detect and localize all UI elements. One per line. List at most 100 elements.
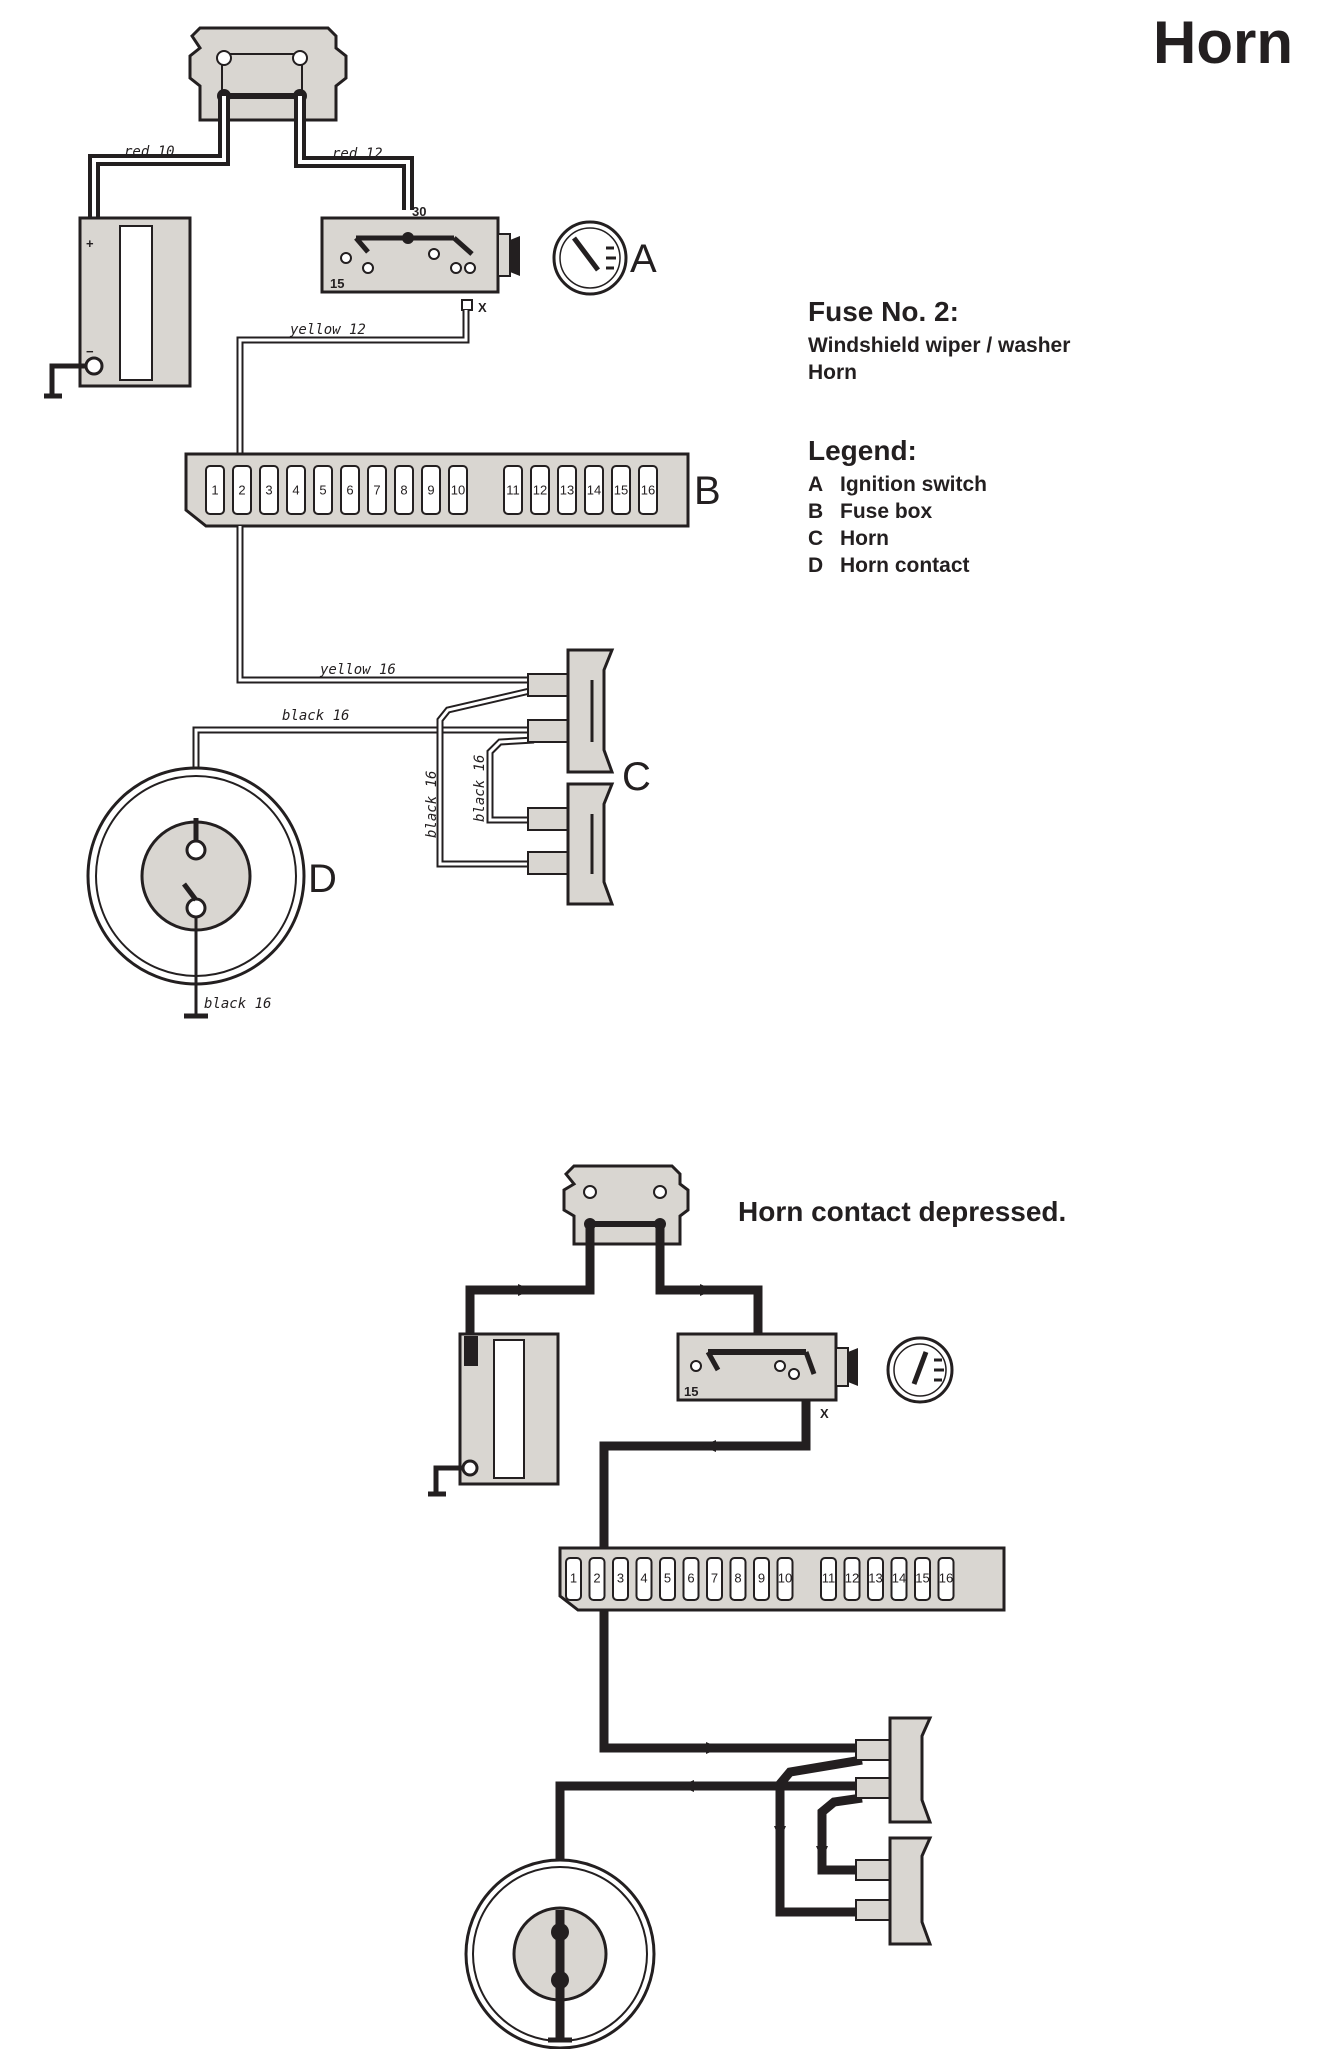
terminal-label-x: X <box>820 1406 829 1421</box>
fuse-number: 6 <box>346 482 353 497</box>
caption-horn-contact-depressed: Horn contact depressed. <box>738 1196 1067 1227</box>
wire-label-red-12: red 12 <box>332 146 383 162</box>
battery-lower <box>428 1332 560 1497</box>
legend: Legend: A Ignition switch B Fuse box C H… <box>808 435 987 579</box>
fuse-info-heading: Fuse No. 2: <box>808 296 959 327</box>
fuse-16: 16 <box>937 1557 955 1601</box>
wire-label-red-10: red 10 <box>124 144 175 160</box>
fuse-5: 5 <box>313 465 333 515</box>
fuse-info-line: Windshield wiper / washer <box>808 334 1071 357</box>
fuse-15: 15 <box>914 1557 931 1601</box>
fuse-11: 11 <box>820 1557 837 1601</box>
fuse-number: 10 <box>778 1571 792 1586</box>
fuse-number: 4 <box>640 1571 647 1586</box>
wire-label-yellow-12: yellow 12 <box>289 322 366 338</box>
fuse-number: 11 <box>822 1571 836 1586</box>
fuse-7: 7 <box>367 465 387 515</box>
fuse-14: 14 <box>584 465 604 515</box>
horn-lower <box>527 782 615 906</box>
fuse-number: 11 <box>506 482 520 497</box>
terminal-label-x: X <box>478 300 487 315</box>
legend-key: B <box>808 500 824 523</box>
fuse-6: 6 <box>682 1557 700 1601</box>
ignition-switch-lower: 15 X <box>676 1332 858 1421</box>
fuse-14: 14 <box>890 1557 908 1601</box>
fuse-number: 3 <box>265 482 272 497</box>
fuse-5: 5 <box>659 1557 676 1601</box>
fuse-info-line: Horn <box>808 361 857 384</box>
fuse-1: 1 <box>565 1557 582 1601</box>
fuse-number: 5 <box>664 1571 671 1586</box>
fuse-number: 13 <box>560 482 574 497</box>
component-label-d: D <box>308 857 337 901</box>
fuse-number: 16 <box>939 1571 953 1586</box>
fuse-7: 7 <box>706 1557 723 1601</box>
fuse-number: 12 <box>845 1571 859 1586</box>
battery-minus-mark: − <box>86 344 94 359</box>
fuse-9: 9 <box>421 465 441 515</box>
fuse-number: 15 <box>614 482 628 497</box>
wire-label-black-16: black 16 <box>282 708 349 724</box>
ignition-key-icon-lower <box>886 1336 954 1404</box>
legend-item: B Fuse box <box>808 498 987 525</box>
legend-key: D <box>808 554 824 577</box>
fuse-2: 2 <box>232 465 252 515</box>
fuse-number: 7 <box>711 1571 718 1586</box>
horn-lower-lower-diagram <box>855 1836 933 1946</box>
fuse-15: 15 <box>611 465 631 515</box>
fuse-number: 1 <box>570 1571 577 1586</box>
fuse-number: 13 <box>868 1571 882 1586</box>
fuse-6: 6 <box>340 465 360 515</box>
fuse-number: 1 <box>211 482 218 497</box>
fuse-9: 9 <box>753 1557 770 1601</box>
horn-contact-lower <box>464 1858 656 2049</box>
wire-label-black-16: black 16 <box>424 771 440 838</box>
fuse-number: 16 <box>641 482 655 497</box>
fuse-11: 11 <box>503 465 523 515</box>
fuse-number: 15 <box>915 1571 929 1586</box>
fuse-number: 8 <box>734 1571 741 1586</box>
battery-plus-mark: + <box>86 236 94 251</box>
wire-label-black-16-ground: black 16 <box>204 996 271 1012</box>
wire-label-yellow-16: yellow 16 <box>319 662 396 678</box>
fuse-number: 2 <box>593 1571 600 1586</box>
legend-item: C Horn <box>808 525 987 552</box>
legend-heading: Legend: <box>808 435 917 466</box>
fuse-1: 1 <box>205 465 225 515</box>
fuse-number: 10 <box>451 482 465 497</box>
terminal-label-30: 30 <box>412 204 426 219</box>
fuse-number: 5 <box>319 482 326 497</box>
terminal-label-15: 15 <box>684 1384 698 1399</box>
fuse-2: 2 <box>588 1557 606 1601</box>
fuse-number: 7 <box>373 482 380 497</box>
horn-upper <box>527 648 615 774</box>
fuse-4: 4 <box>635 1557 653 1601</box>
fuse-12: 12 <box>530 465 550 515</box>
fuse-number: 14 <box>587 482 601 497</box>
fuse-10: 10 <box>448 465 468 515</box>
main-connector-block <box>188 26 348 122</box>
legend-label: Ignition switch <box>840 473 987 496</box>
legend-label: Horn contact <box>840 554 970 577</box>
page-title: Horn <box>1153 9 1293 76</box>
fuse-13: 13 <box>867 1557 884 1601</box>
fuse-number: 4 <box>292 482 299 497</box>
ignition-key-icon <box>552 220 628 296</box>
terminal-label-15: 15 <box>330 276 344 291</box>
fuse-10: 10 <box>776 1557 794 1601</box>
component-label-c: C <box>622 755 651 799</box>
fuse-number: 8 <box>400 482 407 497</box>
battery: + − <box>44 216 192 399</box>
fuse-number: 6 <box>687 1571 694 1586</box>
fuse-3: 3 <box>259 465 279 515</box>
fuse-number: 12 <box>533 482 547 497</box>
legend-item: D Horn contact <box>808 552 987 579</box>
fuse-number: 3 <box>617 1571 624 1586</box>
component-label-a: A <box>630 237 657 281</box>
